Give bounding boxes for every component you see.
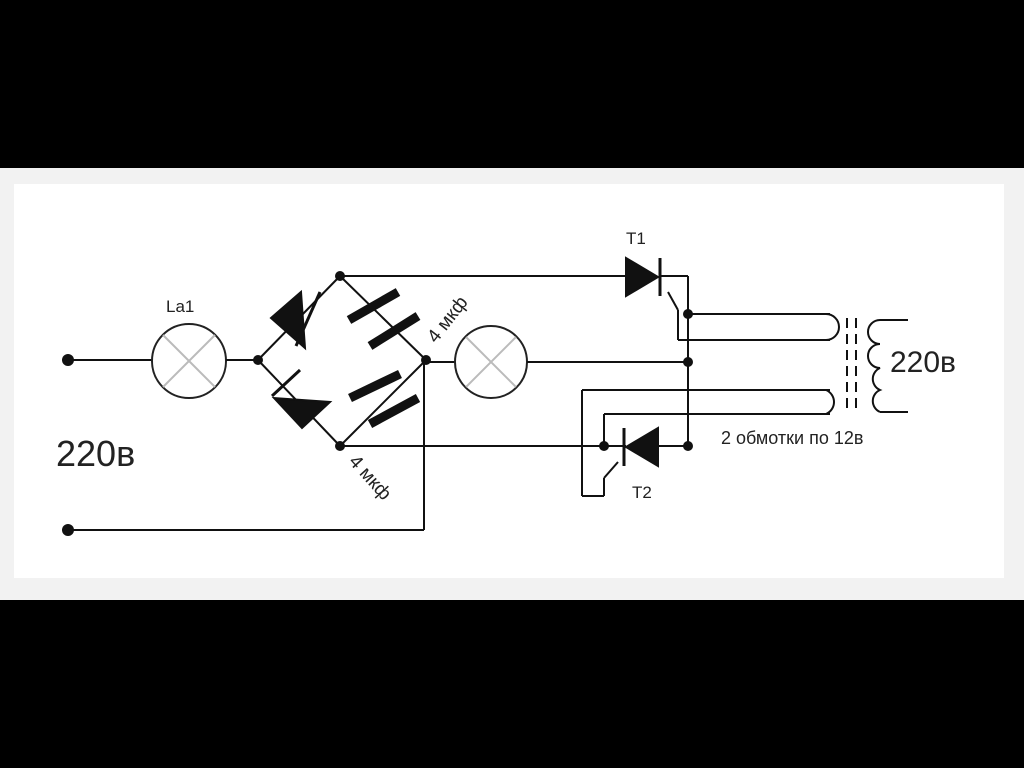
- windings-note-label: 2 обмотки по 12в: [721, 428, 863, 448]
- capacitor-bottom-icon: [348, 369, 421, 428]
- output-voltage-label: 220в: [890, 346, 956, 379]
- terminal-bottom: [62, 524, 74, 536]
- terminal-top: [62, 354, 74, 366]
- lamp-la1: [151, 323, 227, 399]
- diode-lower-icon: [270, 368, 333, 430]
- mains-input: [62, 354, 424, 536]
- thyristor-t2-label: T2: [632, 483, 652, 502]
- thyristor-t1-icon: [625, 256, 662, 298]
- capacitor-bottom-label: 4 мкф: [344, 451, 395, 504]
- diode-upper-icon: [269, 289, 322, 351]
- bridge-rectifier: [257, 271, 431, 451]
- thyristor-t1-label: T1: [626, 229, 646, 248]
- primary-winding-icon: [867, 319, 908, 413]
- lamp-la1-label: La1: [166, 297, 194, 316]
- lamp-middle: [454, 325, 528, 399]
- thyristor-t2-icon: [622, 426, 659, 468]
- supply-voltage-label: 220в: [56, 433, 135, 474]
- secondary-windings-icon: [825, 313, 857, 415]
- capacitor-top-icon: [346, 288, 421, 350]
